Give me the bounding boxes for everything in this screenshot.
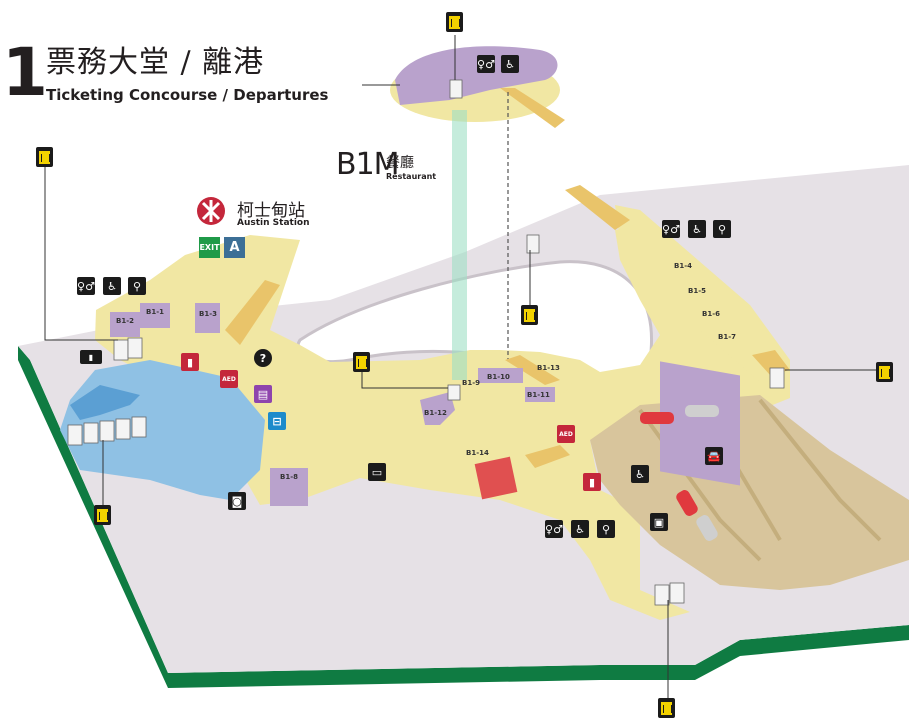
exit-letter: A <box>224 237 245 258</box>
customer-service-icon: ⊟ <box>268 412 286 430</box>
aed-label: AED <box>559 430 573 438</box>
shop-block-b1-9-10 <box>478 368 523 383</box>
toilet-icon: ♀♂ <box>477 55 495 73</box>
callout-lines <box>44 35 878 700</box>
wheelchair-icon: ♿ <box>103 277 121 295</box>
toilet-icon: ♀♂ <box>77 277 95 295</box>
charging-icon: ▮ <box>80 350 102 364</box>
ticket-office-icon: ▤ <box>254 385 272 403</box>
shop-block-b1-3 <box>195 303 220 333</box>
shop-label-b1-12: B1-12 <box>424 409 447 417</box>
luggage-icon: ▮ <box>583 473 601 491</box>
wheelchair-icon: ♿ <box>571 520 589 538</box>
escalator-2 <box>565 185 630 230</box>
lift-icon <box>658 698 675 718</box>
shop-block-b1-14 <box>474 456 518 500</box>
shop-label-b1-5: B1-5 <box>688 287 706 295</box>
shop-label-b1-14: B1-14 <box>466 449 489 457</box>
lift-icon <box>876 362 893 382</box>
shop-block-b1-4-7 <box>660 361 740 486</box>
lift-icon <box>353 352 370 372</box>
mtr-logo <box>197 197 225 225</box>
b1m-name-zh: 餐廳 <box>386 155 414 171</box>
escalator-4 <box>525 445 570 468</box>
shop-label-b1-6: B1-6 <box>702 310 720 318</box>
lift-shaft-connector <box>452 110 467 380</box>
toilet-icon: ♀♂ <box>662 220 680 238</box>
shop-label-b1-11: B1-11 <box>527 391 550 399</box>
escalator-3 <box>505 355 560 385</box>
baby-care-icon: ⚲ <box>597 520 615 538</box>
shop-label-b1-2: B1-2 <box>116 317 134 325</box>
shop-block-b1-1 <box>140 303 170 328</box>
shop-label-b1-8: B1-8 <box>280 473 298 481</box>
wheelchair-icon: ♿ <box>631 465 649 483</box>
toilet-icon: ♀♂ <box>545 520 563 538</box>
level-title-zh: 票務大堂 / 離港 <box>46 45 265 80</box>
wheelchair-icon: ♿ <box>501 55 519 73</box>
aed-icon: AED <box>557 425 575 443</box>
lift-icon <box>36 147 53 167</box>
aed-icon: AED <box>220 370 238 388</box>
lift-icon <box>446 12 463 32</box>
shop-block-b1-8 <box>270 468 308 506</box>
shop-label-b1-1: B1-1 <box>146 308 164 316</box>
shop-label-b1-3: B1-3 <box>199 310 217 318</box>
exit-icon: EXIT <box>199 237 220 258</box>
pool-steps <box>70 385 140 420</box>
lift-icon <box>94 505 111 525</box>
b1m-code: B1M <box>336 147 400 182</box>
shop-label-b1-7: B1-7 <box>718 333 736 341</box>
shop-label-b1-13: B1-13 <box>537 364 560 372</box>
lift-icon <box>521 305 538 325</box>
luggage-icon: ▮ <box>181 353 199 371</box>
station-name-zh: 柯士甸站 <box>237 201 305 221</box>
escalator-1 <box>225 280 280 345</box>
car-icon: 🚘 <box>705 447 723 465</box>
info-label: ? <box>259 351 267 365</box>
shop-block-b1-12 <box>420 392 455 425</box>
shop-label-b1-10: B1-10 <box>487 373 510 381</box>
info-icon: ? <box>254 349 272 367</box>
shop-label-b1-9: B1-9 <box>462 379 480 387</box>
level-number: 1 <box>2 34 48 111</box>
baby-care-icon: ⚲ <box>128 277 146 295</box>
shop-block-b1-2 <box>110 312 140 337</box>
east-corridor <box>615 205 790 382</box>
level-title-en: Ticketing Concourse / Departures <box>46 86 329 104</box>
bus-icon: ▣ <box>650 513 668 531</box>
ticket-machine-icon: ▭ <box>368 463 386 481</box>
vehicles <box>640 405 719 541</box>
station-name-en: Austin Station <box>237 218 310 228</box>
baby-care-icon: ⚲ <box>713 220 731 238</box>
exit-sign-text: EXIT <box>199 243 220 252</box>
b1m-escalator <box>500 88 565 128</box>
wheelchair-icon: ♿ <box>688 220 706 238</box>
ticket-gates-west <box>67 79 785 606</box>
shop-label-b1-4: B1-4 <box>674 262 692 270</box>
b1m-name-en: Restaurant <box>386 172 437 181</box>
aed-label: AED <box>222 375 236 383</box>
shop-block-b1-11 <box>525 387 555 402</box>
luggage-storage-icon: ◙ <box>228 492 246 510</box>
